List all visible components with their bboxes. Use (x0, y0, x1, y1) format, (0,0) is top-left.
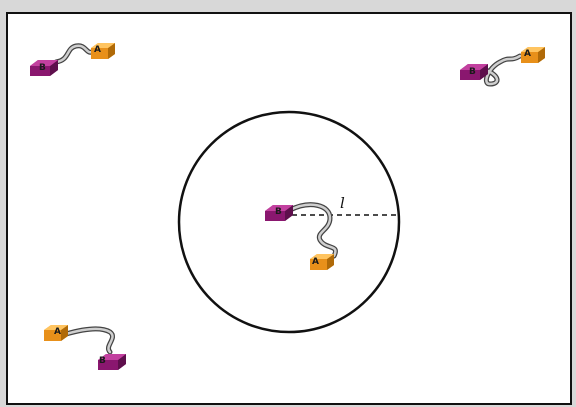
molecule-pair-center: B A (265, 205, 335, 270)
distance-label: l (340, 194, 345, 212)
boundary-circle (179, 112, 399, 332)
block-b-label: B (469, 67, 476, 77)
block-b-label: B (99, 356, 106, 366)
block-b-label: B (39, 63, 46, 73)
block-a-label: A (54, 327, 61, 337)
block-a-label: A (524, 49, 531, 59)
molecule-pair-top-left: B A (30, 43, 115, 76)
molecule-pair-bottom-left: A B (44, 325, 126, 370)
molecule-pair-top-right: B A (460, 47, 545, 84)
block-a-label: A (94, 45, 101, 55)
block-a-label: A (312, 257, 319, 267)
block-b-label: B (275, 207, 282, 217)
